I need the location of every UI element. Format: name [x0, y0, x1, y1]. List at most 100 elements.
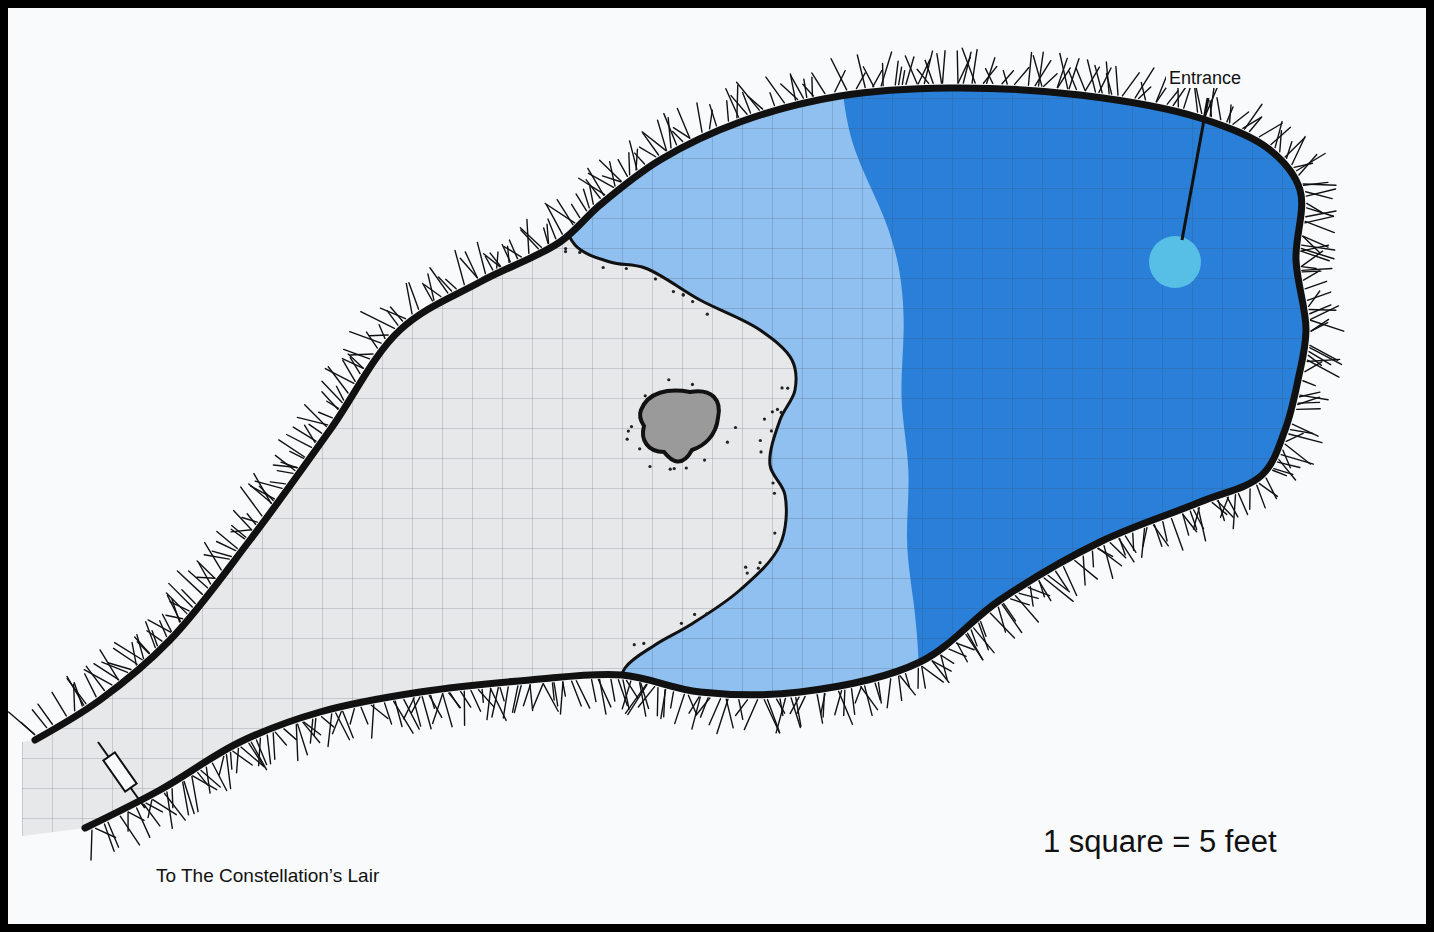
hatch-stroke	[968, 633, 983, 660]
hatch-stroke	[748, 96, 763, 109]
hatch-stroke	[592, 680, 596, 702]
hatch-stroke	[503, 687, 508, 718]
pebble	[564, 247, 567, 250]
hatch-stroke	[1106, 74, 1111, 95]
hatch-stroke	[831, 59, 847, 90]
hatch-stroke	[1311, 323, 1328, 331]
hatch-stroke	[618, 160, 627, 177]
entrance-label: Entrance	[1166, 68, 1244, 89]
hatch-stroke	[857, 55, 865, 87]
hatch-stroke	[1301, 245, 1328, 251]
hatch-stroke	[588, 173, 613, 187]
hatch-stroke	[450, 693, 460, 708]
hatch-stroke	[275, 732, 286, 745]
hatch-stroke	[1305, 216, 1333, 223]
hatch-stroke	[184, 781, 194, 813]
hatch-stroke	[1290, 430, 1312, 434]
hatch-stroke	[487, 688, 491, 719]
hatch-stroke	[899, 67, 902, 84]
hatch-stroke	[277, 471, 293, 474]
hatch-stroke	[821, 694, 825, 715]
hatch-stroke	[576, 681, 589, 708]
hatch-stroke	[328, 714, 332, 747]
hatch-stroke	[1002, 71, 1013, 84]
hatch-stroke	[588, 168, 604, 195]
hatch-stroke	[1210, 84, 1214, 116]
pebble	[626, 438, 629, 441]
hatch-stroke	[1286, 433, 1303, 441]
hatch-stroke	[547, 224, 549, 243]
hatch-stroke	[881, 52, 891, 86]
pebble	[734, 426, 737, 429]
hatch-stroke	[1069, 71, 1077, 90]
hatch-stroke	[925, 60, 933, 83]
pebble	[757, 567, 760, 570]
hatch-stroke	[1016, 596, 1039, 622]
hatch-stroke	[428, 274, 434, 300]
hatch-stroke	[380, 308, 405, 319]
hatch-stroke	[1039, 581, 1051, 601]
hatch-stroke	[309, 424, 322, 433]
hatch-stroke	[572, 204, 580, 217]
hatch-stroke	[9, 712, 35, 734]
hatch-stroke	[1116, 67, 1118, 96]
hatch-stroke	[1257, 485, 1265, 508]
hatch-stroke	[657, 688, 659, 716]
hatch-stroke	[325, 369, 354, 384]
hatch-stroke	[212, 551, 231, 556]
pebble	[773, 492, 776, 495]
hatch-stroke	[1303, 381, 1315, 386]
pebble	[771, 481, 774, 484]
hatch-stroke	[137, 642, 149, 654]
hatch-stroke	[600, 679, 606, 714]
hatch-stroke	[182, 590, 195, 604]
hatch-stroke	[422, 697, 431, 729]
pebble	[693, 613, 696, 616]
entrance-marker	[1149, 236, 1201, 288]
hatch-stroke	[560, 682, 563, 714]
hatch-stroke	[193, 776, 217, 790]
hatch-stroke	[1171, 518, 1182, 550]
hatch-stroke	[1259, 484, 1277, 497]
hatch-stroke	[429, 696, 441, 718]
hatch-stroke	[304, 722, 321, 735]
hatch-stroke	[1304, 182, 1328, 185]
hatch-stroke	[484, 254, 500, 267]
hatch-stroke	[949, 649, 966, 656]
hatch-stroke	[460, 258, 477, 278]
hatch-stroke	[231, 753, 232, 770]
hatch-stroke	[430, 268, 448, 293]
hatch-stroke	[628, 153, 630, 175]
hatch-stroke	[137, 808, 150, 837]
hatch-stroke	[90, 830, 92, 860]
hatch-stroke	[226, 755, 230, 789]
hatch-stroke	[1298, 397, 1320, 404]
hatch-stroke	[344, 349, 370, 358]
hatch-stroke	[199, 564, 211, 584]
hatch-stroke	[1274, 469, 1293, 475]
hatch-stroke	[464, 691, 466, 725]
hatch-stroke	[327, 401, 339, 408]
hatch-stroke	[102, 662, 128, 672]
hatch-stroke	[197, 561, 215, 578]
hatch-stroke	[231, 530, 251, 532]
hatch-stroke	[924, 51, 932, 83]
hatch-stroke	[1069, 59, 1079, 89]
pebble	[625, 267, 628, 270]
hatch-stroke	[600, 160, 622, 181]
hatch-stroke	[941, 655, 954, 663]
hatch-stroke	[572, 681, 582, 706]
hatch-stroke	[1076, 68, 1085, 90]
hatch-stroke	[727, 101, 729, 121]
hatch-stroke	[369, 334, 388, 336]
hatch-stroke	[1305, 362, 1322, 372]
hatch-stroke	[1285, 444, 1310, 464]
pebble	[691, 383, 694, 386]
hatch-stroke	[922, 667, 926, 688]
pebble	[758, 561, 761, 564]
hatch-stroke	[523, 685, 530, 706]
hatch-stroke	[781, 84, 798, 100]
hatch-stroke	[314, 718, 316, 735]
hatch-stroke	[242, 518, 257, 523]
